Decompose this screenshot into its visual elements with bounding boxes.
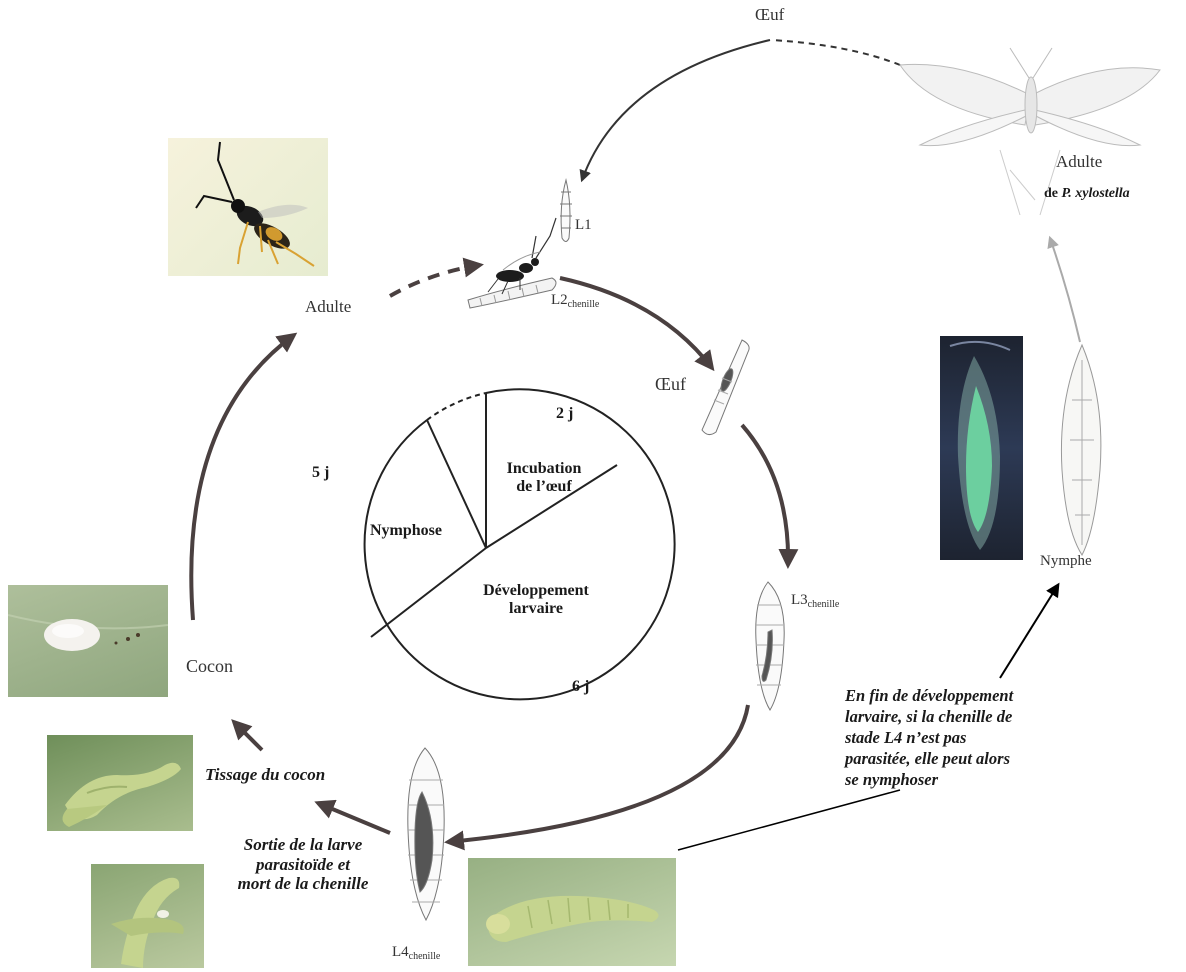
arrow-l3-to-l4 xyxy=(448,705,748,842)
host-species-prefix: de xyxy=(1044,186,1058,201)
wasp-egg-label: Œuf xyxy=(655,374,686,395)
pie-days-egg: 2 j xyxy=(556,405,573,423)
l2-chenille-subscript: chenille xyxy=(568,299,600,310)
host-egg-label: Œuf xyxy=(755,5,784,25)
l2-label: L2chenille xyxy=(551,292,599,311)
duration-pie xyxy=(365,389,675,699)
l4-caterpillar-illustration xyxy=(408,748,444,920)
larva-exit-label: Sortie de la larve parasitoïde et mort d… xyxy=(212,835,394,894)
l4-stage-text: L4 xyxy=(392,944,409,960)
arrow-exit-to-cocoon xyxy=(234,722,262,750)
arrow-l4-to-exit xyxy=(318,803,390,833)
note-line-4: parasitée, elle peut alors xyxy=(845,748,1013,769)
note-line-1: En fin de développement xyxy=(845,685,1013,706)
l1-larva-illustration xyxy=(560,180,572,242)
non-parasitized-note: En fin de développement larvaire, si la … xyxy=(845,685,1013,791)
larva-exit-line-3: mort de la chenille xyxy=(212,874,394,894)
pie-days-larva: 6 j xyxy=(572,678,589,696)
cocoon-label: Cocon xyxy=(186,656,233,677)
pie-incubation-line-2: de l’œuf xyxy=(484,478,604,496)
l3-chenille-subscript: chenille xyxy=(808,599,840,610)
note-connector-line xyxy=(678,790,900,850)
pie-development-label: Développement larvaire xyxy=(456,582,616,619)
note-line-2: larvaire, si la chenille de xyxy=(845,706,1013,727)
cocoon-photo xyxy=(8,585,168,697)
cocoon-weaving-photo xyxy=(47,735,193,831)
l4-caterpillar-photo xyxy=(468,858,676,966)
pie-nymphose-label: Nymphose xyxy=(370,522,442,540)
note-line-5: se nymphoser xyxy=(845,769,1013,790)
arrow-pupa-to-adult xyxy=(1050,238,1080,342)
larva-exit-line-2: parasitoïde et xyxy=(212,855,394,875)
pie-incubation-line-1: Incubation xyxy=(484,460,604,478)
host-species-label: de P. xylostella xyxy=(1044,186,1130,202)
arrow-host-egg-to-l1 xyxy=(582,40,770,180)
l3-caterpillar-illustration xyxy=(756,582,784,710)
larva-exit-line-1: Sortie de la larve xyxy=(212,835,394,855)
arrow-host-egg-dashed xyxy=(772,40,900,65)
l4-chenille-subscript: chenille xyxy=(409,951,441,962)
l2-stage-text: L2 xyxy=(551,292,568,308)
arrow-egg-to-l3 xyxy=(742,425,788,565)
host-pupa-illustration xyxy=(1061,345,1100,555)
wasp-adult-label: Adulte xyxy=(305,297,351,317)
l1-label: L1 xyxy=(575,217,592,234)
larva-exit-photo xyxy=(91,864,204,968)
arrow-adult-to-l2 xyxy=(390,265,480,296)
host-species-name: P. xylostella xyxy=(1062,186,1130,201)
l4-label: L4chenille xyxy=(392,944,440,963)
arrow-note-to-pupa xyxy=(1000,585,1058,678)
l2-caterpillar-illustration xyxy=(468,218,556,308)
arrow-cocoon-to-adult xyxy=(191,335,294,620)
note-line-3: stade L4 n’est pas xyxy=(845,727,1013,748)
egg-stage-illustration xyxy=(702,340,749,435)
host-adult-label: Adulte xyxy=(1056,152,1102,172)
wasp-adult-photo xyxy=(168,138,328,276)
pie-incubation-label: Incubation de l’œuf xyxy=(484,460,604,497)
l3-label: L3chenille xyxy=(791,592,839,611)
pupa-label: Nymphe xyxy=(1040,553,1092,570)
l3-stage-text: L3 xyxy=(791,592,808,608)
pie-development-line-2: larvaire xyxy=(456,600,616,618)
cocoon-weaving-label: Tissage du cocon xyxy=(205,765,325,785)
pie-days-pupa: 5 j xyxy=(312,464,329,482)
host-pupa-photo xyxy=(940,336,1023,560)
pie-development-line-1: Développement xyxy=(456,582,616,600)
